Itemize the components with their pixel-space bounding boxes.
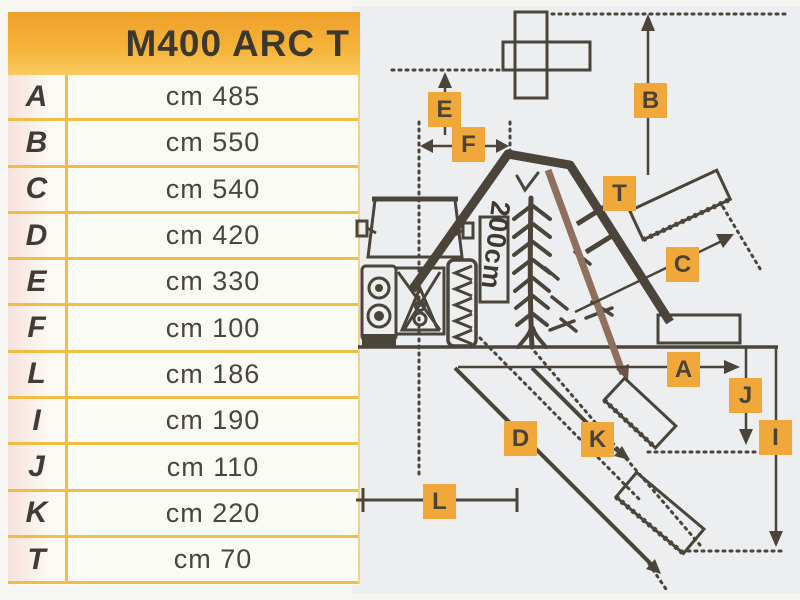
table-row: B cm 550 <box>8 121 358 168</box>
flail-head-bank-upper <box>602 376 678 450</box>
boom-arm <box>408 149 674 325</box>
table-row: T cm 70 <box>8 537 358 585</box>
dimension-value: cm 420 <box>165 220 261 251</box>
model-title: M400 ARC T <box>125 22 350 64</box>
dimension-value: cm 220 <box>165 497 261 528</box>
flail-head-bank-lower <box>613 470 707 556</box>
tree-top-arrow <box>515 171 540 193</box>
dimension-letter: C <box>8 167 68 211</box>
dimension-value: cm 485 <box>165 81 261 112</box>
dimension-value: cm 540 <box>165 173 261 204</box>
table-row: I cm 190 <box>8 399 358 446</box>
table-row: J cm 110 <box>8 445 358 492</box>
three-point-linkage <box>394 266 446 336</box>
table-header: M400 ARC T <box>8 12 360 75</box>
badge-t: T <box>603 176 636 211</box>
dimension-value: cm 186 <box>165 358 261 389</box>
flail-head-ground <box>656 313 742 345</box>
dimension-d-line <box>453 366 661 574</box>
dimension-letter: F <box>8 306 68 350</box>
dimension-value: cm 70 <box>173 544 253 575</box>
badge-b: B <box>634 83 667 118</box>
table-row: F cm 100 <box>8 306 358 353</box>
badge-i: I <box>759 420 792 455</box>
dimension-value: cm 110 <box>166 451 260 482</box>
badge-a: A <box>667 352 700 387</box>
table-row: K cm 220 <box>8 491 358 538</box>
dimension-c-arrow <box>574 234 734 314</box>
dimension-letter: E <box>8 260 68 304</box>
dimension-letter: T <box>8 537 68 582</box>
table-rows: A cm 485 B cm 550 C cm 540 D cm 420 E cm… <box>8 75 360 585</box>
dimension-letter: I <box>8 399 68 443</box>
table-row: D cm 420 <box>8 213 358 261</box>
dimension-letter: B <box>8 121 68 165</box>
flail-head-tilted <box>627 168 733 243</box>
boom-post <box>478 215 510 304</box>
dimension-letter: D <box>8 213 68 258</box>
tractor <box>355 196 510 348</box>
tree <box>512 171 614 350</box>
dimension-value: cm 100 <box>165 312 261 343</box>
badge-k: K <box>581 422 614 457</box>
badge-l: L <box>423 484 456 519</box>
table-row: L cm 186 <box>8 352 358 400</box>
table-row: E cm 330 <box>8 260 358 307</box>
dimension-value: cm 190 <box>165 405 261 436</box>
cutter-head-top-cross <box>501 10 592 100</box>
dimension-value: cm 550 <box>165 127 261 158</box>
table-row: C cm 540 <box>8 167 358 214</box>
dimension-letter: A <box>8 75 68 119</box>
badge-c: C <box>666 247 699 282</box>
badge-e: E <box>428 92 461 127</box>
dimension-table: M400 ARC T A cm 485 B cm 550 C cm 540 D … <box>8 12 360 585</box>
dimension-letter: L <box>8 352 68 397</box>
tractor-wheel <box>446 258 478 348</box>
head-mount-ticks <box>575 203 617 255</box>
badge-d: D <box>504 421 537 456</box>
badge-j: J <box>729 378 762 413</box>
table-row: A cm 485 <box>8 75 358 122</box>
dimension-letter: K <box>8 491 68 535</box>
dimension-letter: J <box>8 445 68 489</box>
dimension-value: cm 330 <box>165 266 261 297</box>
badge-f: F <box>452 127 485 162</box>
